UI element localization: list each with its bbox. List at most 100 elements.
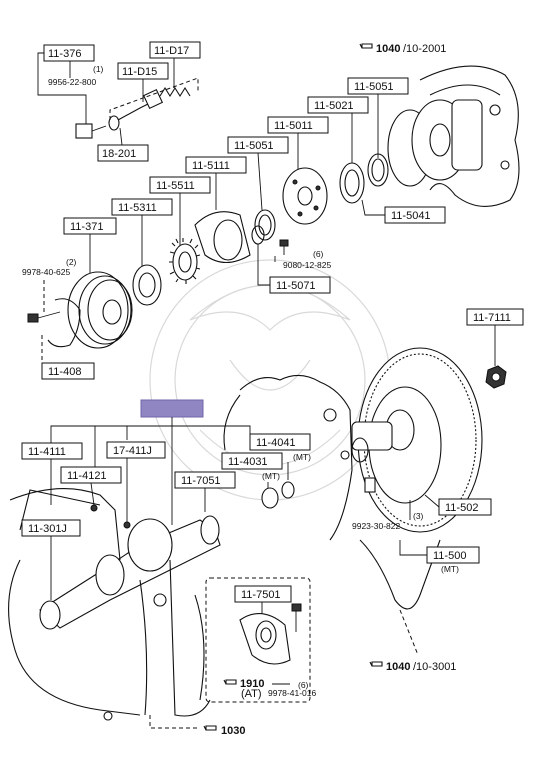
- part-eccentric-shaft: [39, 504, 221, 630]
- part-pulley-5311: [132, 264, 162, 306]
- part-plate-5011: [282, 167, 328, 225]
- svg-text:11-502: 11-502: [445, 502, 478, 514]
- svg-text:(MT): (MT): [441, 564, 459, 574]
- callout-11-5511[interactable]: 11-5511: [149, 176, 211, 194]
- pointing-hand-icon: [223, 679, 237, 685]
- callout-11-376[interactable]: 11-376: [43, 44, 95, 62]
- part-drum-5111: [194, 211, 251, 264]
- highlight-box[interactable]: [140, 399, 204, 418]
- reference-1030[interactable]: 1030: [203, 725, 245, 737]
- svg-text:(2): (2): [66, 257, 77, 267]
- svg-text:9956-22-800: 9956-22-800: [48, 77, 96, 87]
- callout-11-7501[interactable]: 11-7501: [234, 585, 292, 603]
- callout-11-502[interactable]: 11-502: [438, 498, 492, 516]
- svg-text:11-4111: 11-4111: [28, 446, 66, 458]
- reference-1910[interactable]: 1910: [223, 678, 264, 690]
- label-mt-4031: (MT): [262, 471, 280, 481]
- callout-11-5311[interactable]: 11-5311: [111, 198, 173, 216]
- svg-text:11-4121: 11-4121: [67, 470, 107, 482]
- part-bearing-4031-4041: [261, 481, 295, 509]
- label-9978-40-625[interactable]: 9978-40-625: [22, 267, 70, 277]
- part-dowel-9923: [364, 477, 376, 493]
- svg-text:11-4041: 11-4041: [256, 437, 296, 449]
- part-bolt-11-376: [75, 115, 120, 139]
- part-bolt-9978-40-625: [27, 311, 61, 323]
- part-engine-block: [8, 488, 211, 721]
- svg-text:1030: 1030: [221, 725, 245, 737]
- svg-text:11-4031: 11-4031: [228, 456, 268, 468]
- svg-text:(AT): (AT): [241, 688, 262, 700]
- callout-11-4041[interactable]: 11-4041: [249, 433, 311, 451]
- part-bolt-9080-12-825: [279, 239, 289, 255]
- part-plunger-spring: [109, 77, 199, 121]
- callout-11-5071[interactable]: 11-5071: [269, 276, 331, 294]
- svg-text:(6): (6): [298, 680, 309, 690]
- callout-11-4121[interactable]: 11-4121: [60, 466, 122, 484]
- label-at: (AT): [241, 688, 262, 700]
- svg-text:11-5041: 11-5041: [391, 210, 431, 222]
- svg-text:11-5051: 11-5051: [354, 81, 394, 93]
- label-2-qty: (2): [66, 257, 77, 267]
- callout-11-301j[interactable]: 11-301J: [21, 519, 81, 537]
- callout-11-5051-top[interactable]: 11-5051: [347, 77, 409, 95]
- callout-11-d17[interactable]: 11-D17: [149, 41, 201, 59]
- label-3-qty: (3): [413, 511, 424, 521]
- svg-text:1040: 1040: [386, 661, 410, 673]
- svg-text:9978-41-016: 9978-41-016: [268, 688, 316, 698]
- svg-text:(6): (6): [313, 249, 324, 259]
- svg-text:1040: 1040: [376, 43, 400, 55]
- callout-11-500[interactable]: 11-500: [426, 546, 480, 564]
- part-flange-hub: [387, 99, 483, 187]
- label-9080-12-825[interactable]: 9080-12-825: [283, 260, 331, 270]
- callout-11-5041[interactable]: 11-5041: [384, 206, 446, 224]
- callout-11-5111[interactable]: 11-5111: [185, 156, 247, 174]
- svg-text:11-5511: 11-5511: [156, 180, 195, 192]
- callout-11-7111[interactable]: 11-7111: [466, 308, 524, 326]
- part-seal-5021: [339, 162, 365, 204]
- svg-text:(1): (1): [93, 64, 104, 74]
- svg-text:11-D17: 11-D17: [154, 45, 189, 57]
- callout-18-201[interactable]: 18-201: [97, 144, 149, 162]
- part-housing-top: [419, 65, 520, 207]
- part-flywheel: [351, 347, 483, 533]
- callout-11-4111[interactable]: 11-4111: [21, 442, 83, 460]
- callout-11-371[interactable]: 11-371: [63, 217, 117, 235]
- pointing-hand-icon: [369, 661, 383, 667]
- label-9956-22-800[interactable]: 9956-22-800: [48, 77, 96, 87]
- svg-text:1910: 1910: [240, 678, 264, 690]
- svg-text:11-301J: 11-301J: [28, 523, 67, 535]
- part-bolt-9978-41-016: [291, 603, 302, 632]
- callout-11-d15[interactable]: 11-D15: [117, 62, 169, 80]
- callout-11-5011[interactable]: 11-5011: [267, 116, 329, 134]
- svg-text:(MT): (MT): [262, 471, 280, 481]
- svg-text:/10-2001: /10-2001: [403, 43, 446, 55]
- svg-text:11-7501: 11-7501: [241, 589, 281, 601]
- pointing-hand-icon: [203, 725, 217, 731]
- label-9923-30-822[interactable]: 9923-30-822: [352, 521, 400, 531]
- svg-text:9080-12-825: 9080-12-825: [283, 260, 331, 270]
- svg-text:11-500: 11-500: [433, 550, 466, 562]
- svg-text:11-5051: 11-5051: [234, 140, 274, 152]
- reference-1040-top[interactable]: 1040 /10-2001: [359, 43, 446, 55]
- part-pulley-11-371: [67, 271, 133, 349]
- part-bearing-5051: [367, 153, 389, 187]
- callout-11-5021[interactable]: 11-5021: [307, 96, 369, 114]
- reference-1040-bottom[interactable]: 1040 /10-3001: [369, 661, 456, 673]
- part-washer-5071: [251, 225, 265, 245]
- svg-text:11-5311: 11-5311: [118, 202, 157, 214]
- pointing-hand-icon: [359, 43, 373, 49]
- callout-11-408[interactable]: 11-408: [41, 362, 95, 380]
- svg-text:11-7051: 11-7051: [181, 475, 221, 487]
- callout-17-411j[interactable]: 17-411J: [106, 441, 166, 459]
- callout-11-5051-lower[interactable]: 11-5051: [227, 136, 289, 154]
- callout-11-7051[interactable]: 11-7051: [174, 471, 236, 489]
- callout-11-4031[interactable]: 11-4031: [221, 452, 283, 470]
- svg-text:17-411J: 17-411J: [113, 445, 152, 457]
- svg-text:11-5071: 11-5071: [276, 280, 316, 292]
- part-nut-7111: [485, 365, 507, 389]
- svg-text:11-5011: 11-5011: [274, 120, 313, 132]
- label-9978-41-016[interactable]: 9978-41-016: [268, 688, 316, 698]
- svg-text:11-5021: 11-5021: [314, 100, 354, 112]
- svg-text:11-5111: 11-5111: [192, 160, 230, 172]
